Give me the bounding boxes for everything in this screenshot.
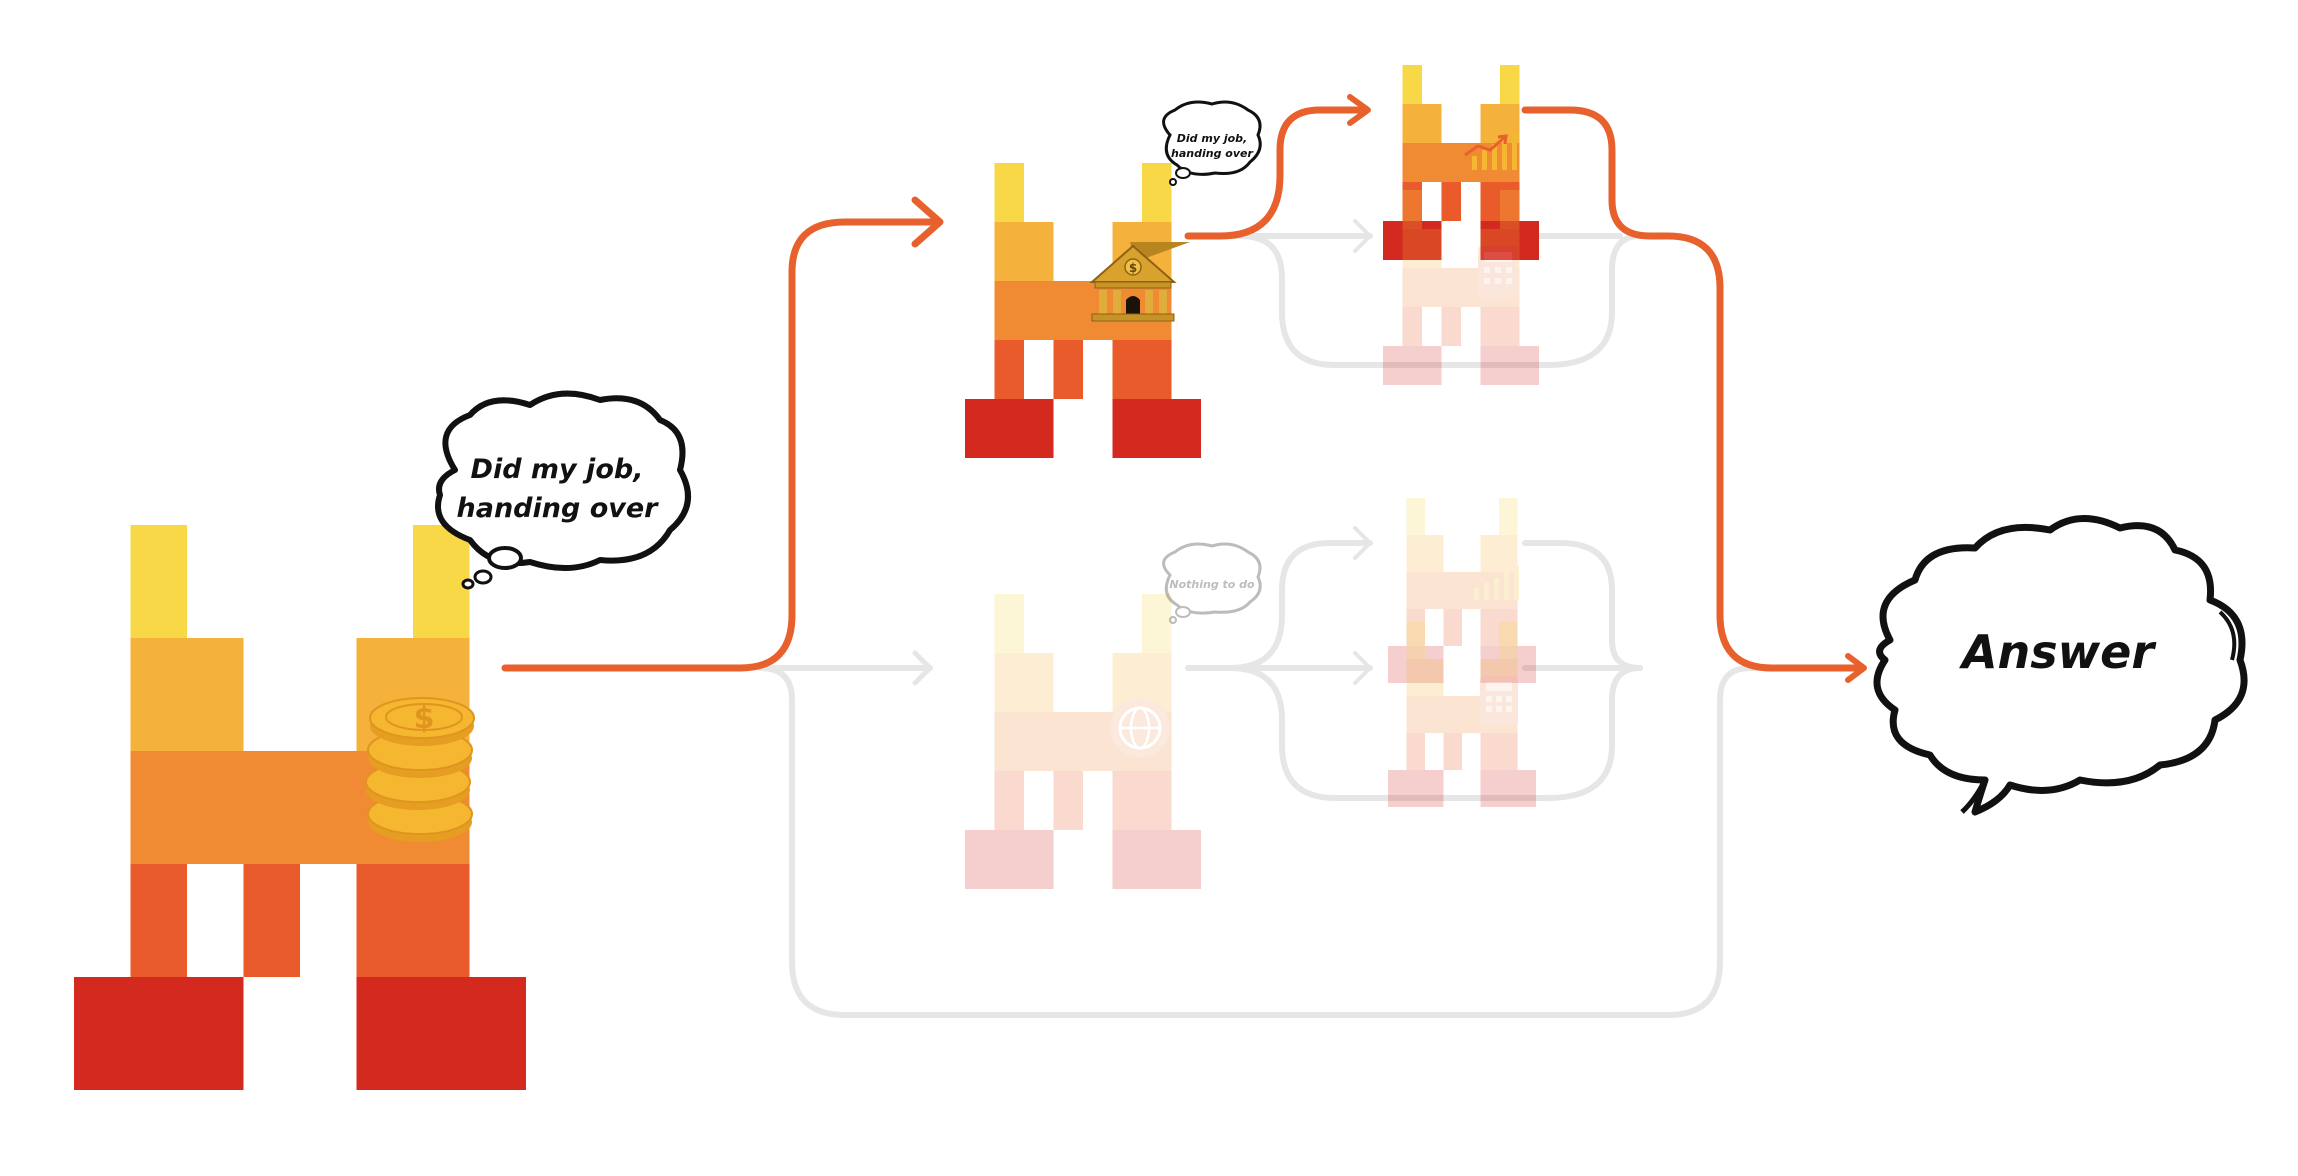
main-agent: $ Did my job, handing over [74, 390, 691, 1090]
finance-thought-bubble: Did my job, handing over [1162, 100, 1262, 186]
web-thought-bubble: Nothing to do [1162, 542, 1262, 624]
path-web-loop-top [1227, 540, 1373, 671]
path-chart-to-answer [1521, 106, 1866, 672]
finance-bubble-line-1: Did my job, [1177, 132, 1247, 145]
path-web-top-right [1522, 540, 1643, 671]
main-bubble-line-1: Did my job, [471, 454, 644, 485]
globe-icon [1110, 698, 1170, 758]
inactive-paths [757, 219, 1863, 1018]
answer-bubble: Answer [1873, 515, 2248, 816]
svg-text:$: $ [414, 701, 435, 736]
path-bottom-loop [757, 665, 1863, 1018]
svg-text:$: $ [1129, 261, 1137, 275]
calculator-icon [1480, 676, 1518, 726]
main-bubble-line-2: handing over [457, 493, 660, 524]
chart-icon [1464, 132, 1517, 170]
chart-icon [1474, 566, 1519, 600]
web-bubble-line-1: Nothing to do [1169, 578, 1255, 591]
bank-icon: $ [1089, 242, 1190, 322]
finance-agent: $ Did my job, handing over [965, 100, 1262, 458]
coins-icon: $ [365, 697, 475, 842]
path-web-loop-bottom [1227, 665, 1643, 801]
active-paths [501, 94, 1867, 683]
main-thought-bubble: Did my job, handing over [435, 390, 691, 590]
path-main-to-finance [501, 218, 939, 672]
finance-calculator-subagent [1383, 190, 1539, 385]
web-calculator-subagent [1388, 622, 1536, 807]
web-chart-subagent [1388, 498, 1536, 683]
calculator-icon [1478, 246, 1518, 298]
path-finance-to-chart [1184, 106, 1369, 240]
web-agent: Nothing to do [965, 542, 1262, 889]
finance-chart-subagent [1383, 65, 1539, 260]
finance-bubble-line-2: handing over [1171, 147, 1253, 160]
answer-text: Answer [1959, 625, 2157, 679]
